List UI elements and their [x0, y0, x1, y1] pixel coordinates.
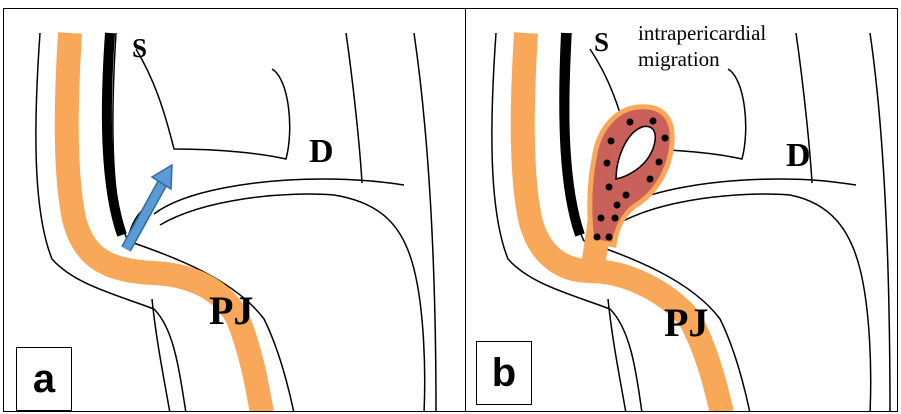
- panel-letter-b: b: [476, 341, 532, 405]
- label-s: S: [594, 29, 609, 56]
- anatomy-outline: [36, 33, 436, 412]
- panel-b: S intrapericardial migration D PJ b: [465, 8, 898, 412]
- panel-a-drawing: [4, 9, 466, 412]
- label-pj: PJ: [664, 303, 708, 343]
- panel-letter-a: a: [16, 347, 72, 411]
- annotation-line-2: migration: [638, 47, 720, 72]
- migration-region: [590, 107, 672, 245]
- anatomy-outline: [492, 33, 890, 412]
- annotation-line-1: intrapericardial: [638, 21, 766, 46]
- label-d: D: [786, 139, 811, 173]
- panel-a: S D PJ a: [3, 8, 466, 412]
- label-pj: PJ: [209, 291, 253, 331]
- label-d: D: [309, 135, 334, 169]
- sheath-line: [564, 33, 580, 235]
- label-s: S: [132, 35, 147, 62]
